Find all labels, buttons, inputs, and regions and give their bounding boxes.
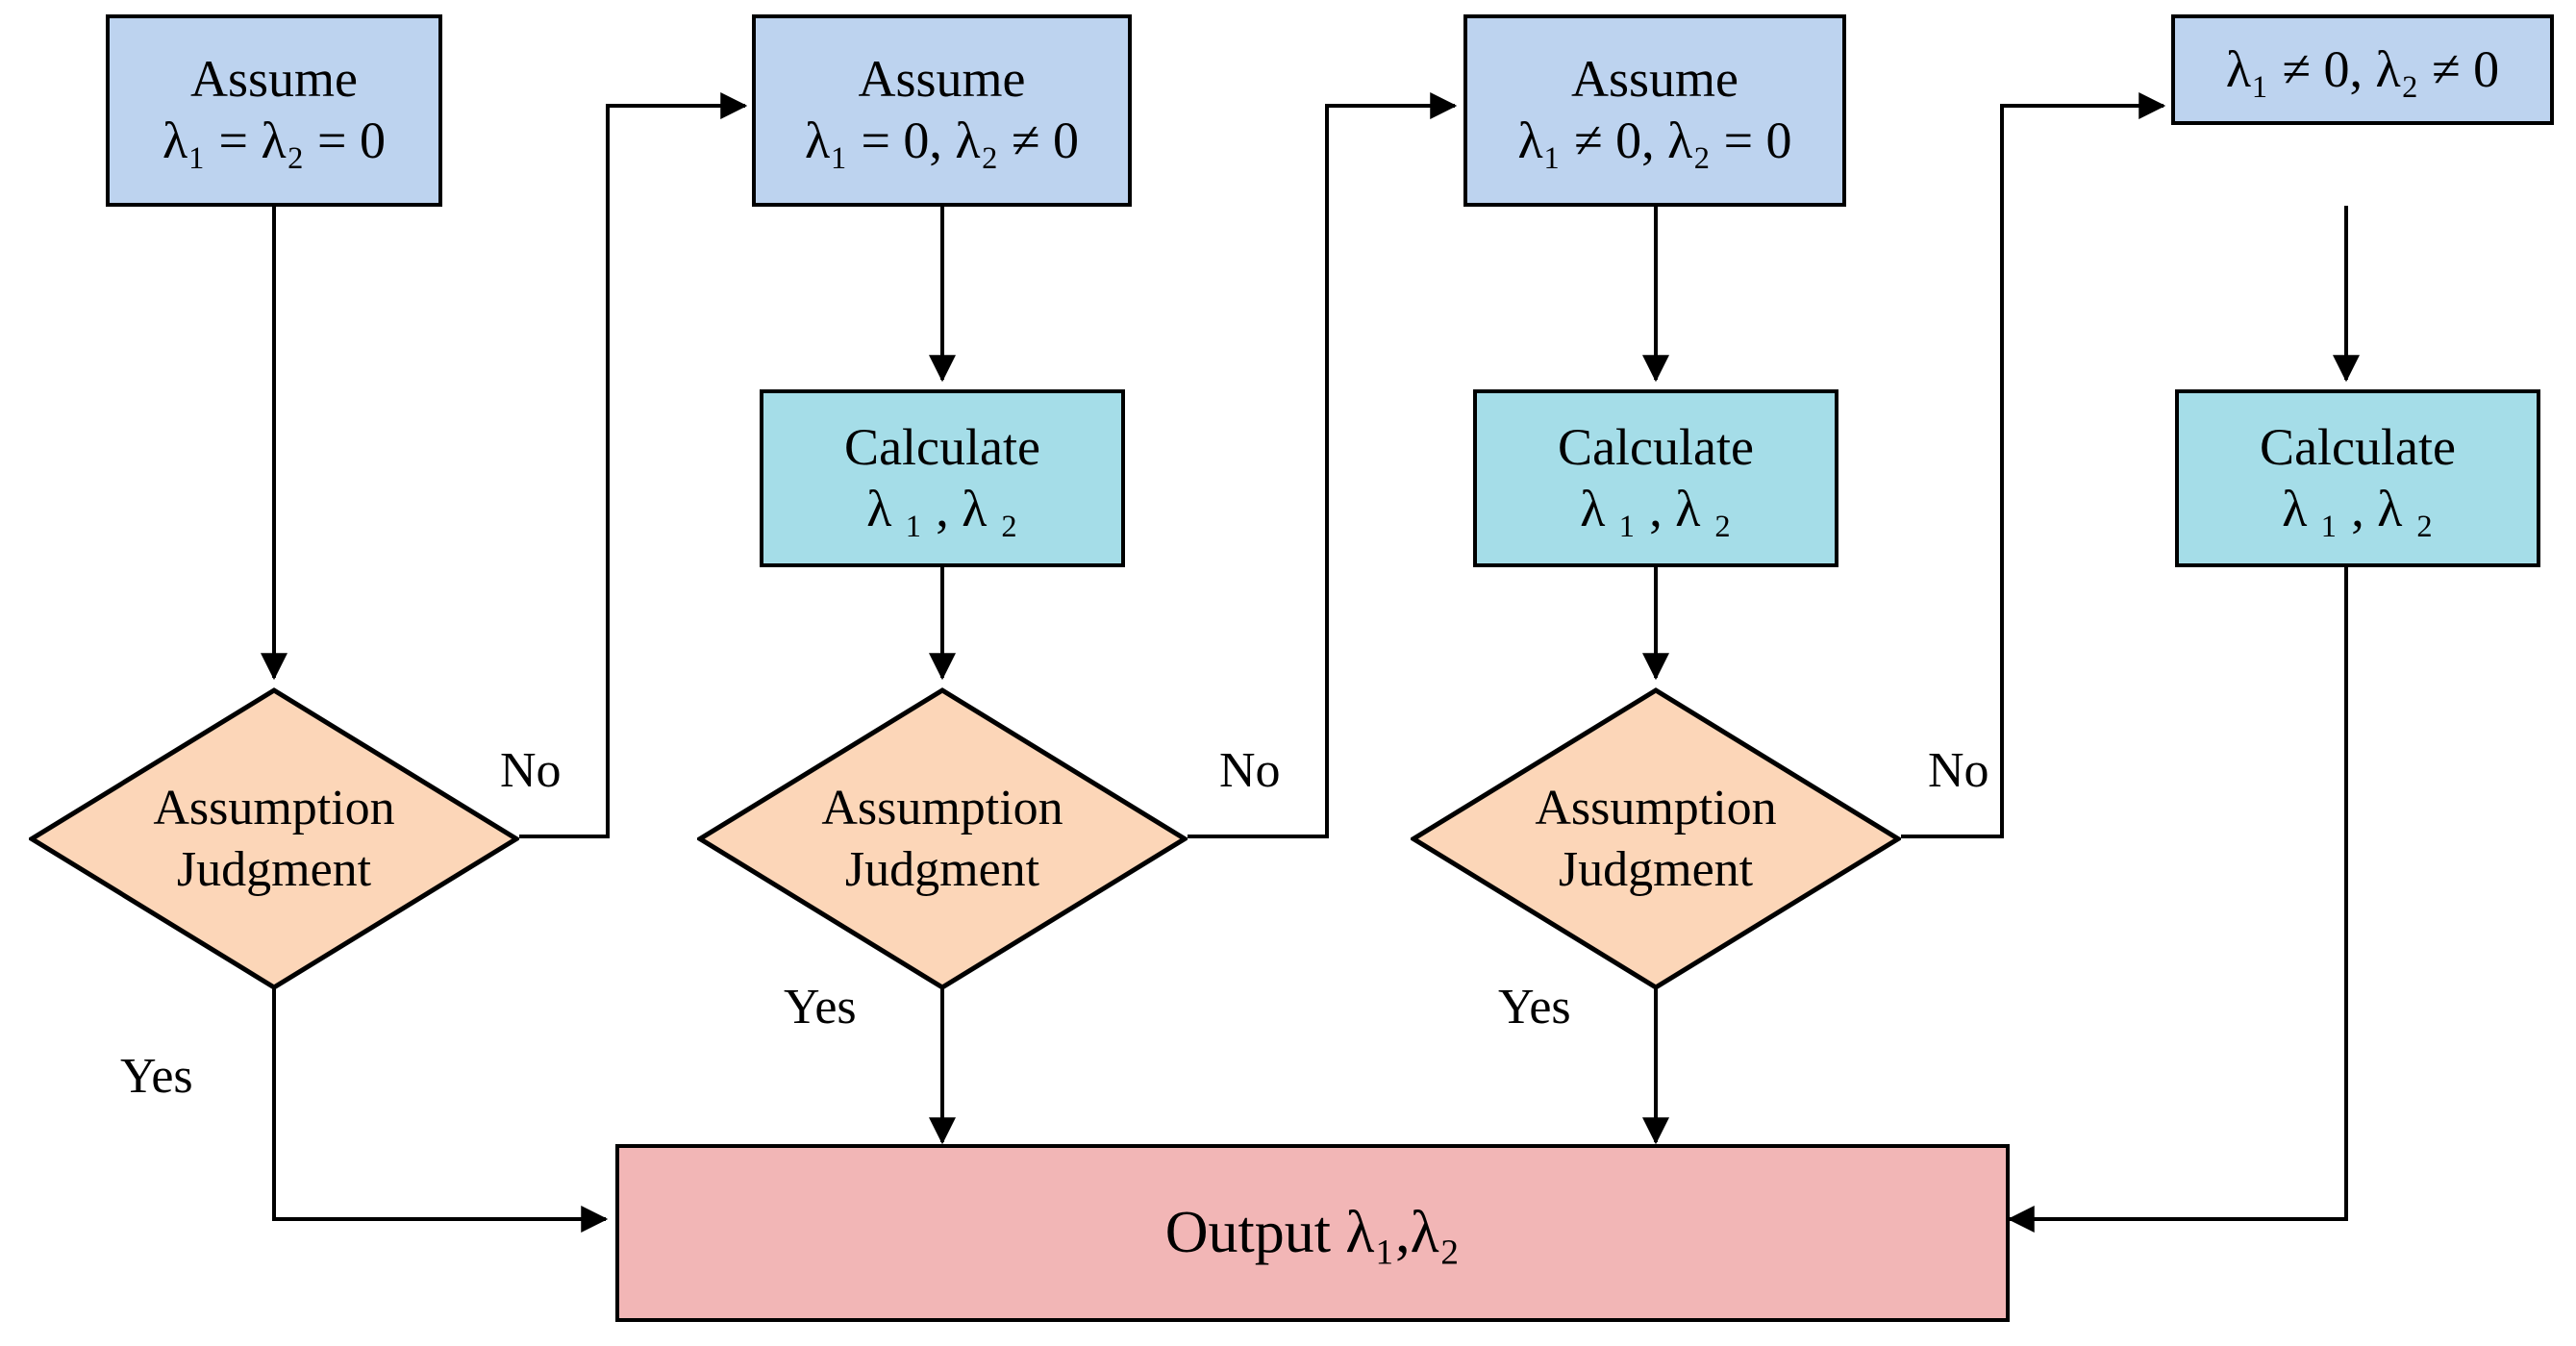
- calculate-box-2[interactable]: Calculate λ ₁ , λ ₂: [1473, 389, 1838, 567]
- edge-decision1-no-to-assume2: [519, 92, 748, 838]
- edge-label-yes-1: Yes: [120, 1049, 193, 1104]
- edge-calc3-to-output: [2007, 562, 2348, 1233]
- output-box[interactable]: Output λ₁,λ₂: [615, 1144, 2010, 1322]
- decision-diamond-2[interactable]: Assumption Judgment: [697, 687, 1188, 990]
- edge-decision1-yes-to-output: [272, 988, 609, 1233]
- calculate-box-3[interactable]: Calculate λ ₁ , λ ₂: [2175, 389, 2540, 567]
- calculate-box-3-line1: Calculate: [2260, 417, 2456, 476]
- output-box-text: Output λ₁,λ₂: [1164, 1199, 1461, 1265]
- calculate-box-3-line2: λ ₁ , λ ₂: [2282, 479, 2434, 537]
- assume-box-4-line2: λ₁ ≠ 0, λ₂ ≠ 0: [2225, 39, 2500, 98]
- assume-box-4[interactable]: λ₁ ≠ 0, λ₂ ≠ 0: [2171, 14, 2554, 125]
- edge-label-no-1: No: [500, 743, 562, 798]
- decision-diamond-1[interactable]: Assumption Judgment: [29, 687, 519, 990]
- calculate-box-1[interactable]: Calculate λ ₁ , λ ₂: [760, 389, 1125, 567]
- assume-box-3-line1: Assume: [1571, 50, 1738, 109]
- assume-box-2-line1: Assume: [858, 50, 1026, 109]
- calculate-box-2-line2: λ ₁ , λ ₂: [1580, 479, 1732, 537]
- assume-box-2-line2: λ₁ = 0, λ₂ ≠ 0: [804, 112, 1080, 169]
- edge-label-yes-2: Yes: [784, 980, 857, 1034]
- assume-box-3[interactable]: Assume λ₁ ≠ 0, λ₂ = 0: [1463, 14, 1846, 207]
- edge-label-no-3: No: [1928, 743, 1989, 798]
- assume-box-2[interactable]: Assume λ₁ = 0, λ₂ ≠ 0: [752, 14, 1132, 207]
- calculate-box-1-line1: Calculate: [844, 417, 1040, 476]
- assume-box-3-line2: λ₁ ≠ 0, λ₂ = 0: [1517, 112, 1792, 169]
- calculate-box-2-line1: Calculate: [1558, 417, 1754, 476]
- calculate-box-1-line2: λ ₁ , λ ₂: [866, 479, 1018, 537]
- assume-box-1-line2: λ₁ = λ₂ = 0: [163, 112, 386, 169]
- edge-label-no-2: No: [1219, 743, 1281, 798]
- edge-label-yes-3: Yes: [1498, 980, 1571, 1034]
- edge-decision3-no-to-assume4: [1901, 92, 2166, 838]
- assume-box-1[interactable]: Assume λ₁ = λ₂ = 0: [106, 14, 442, 207]
- edge-decision2-no-to-assume3: [1188, 92, 1458, 838]
- assume-box-1-line1: Assume: [190, 50, 358, 109]
- decision-diamond-3[interactable]: Assumption Judgment: [1411, 687, 1901, 990]
